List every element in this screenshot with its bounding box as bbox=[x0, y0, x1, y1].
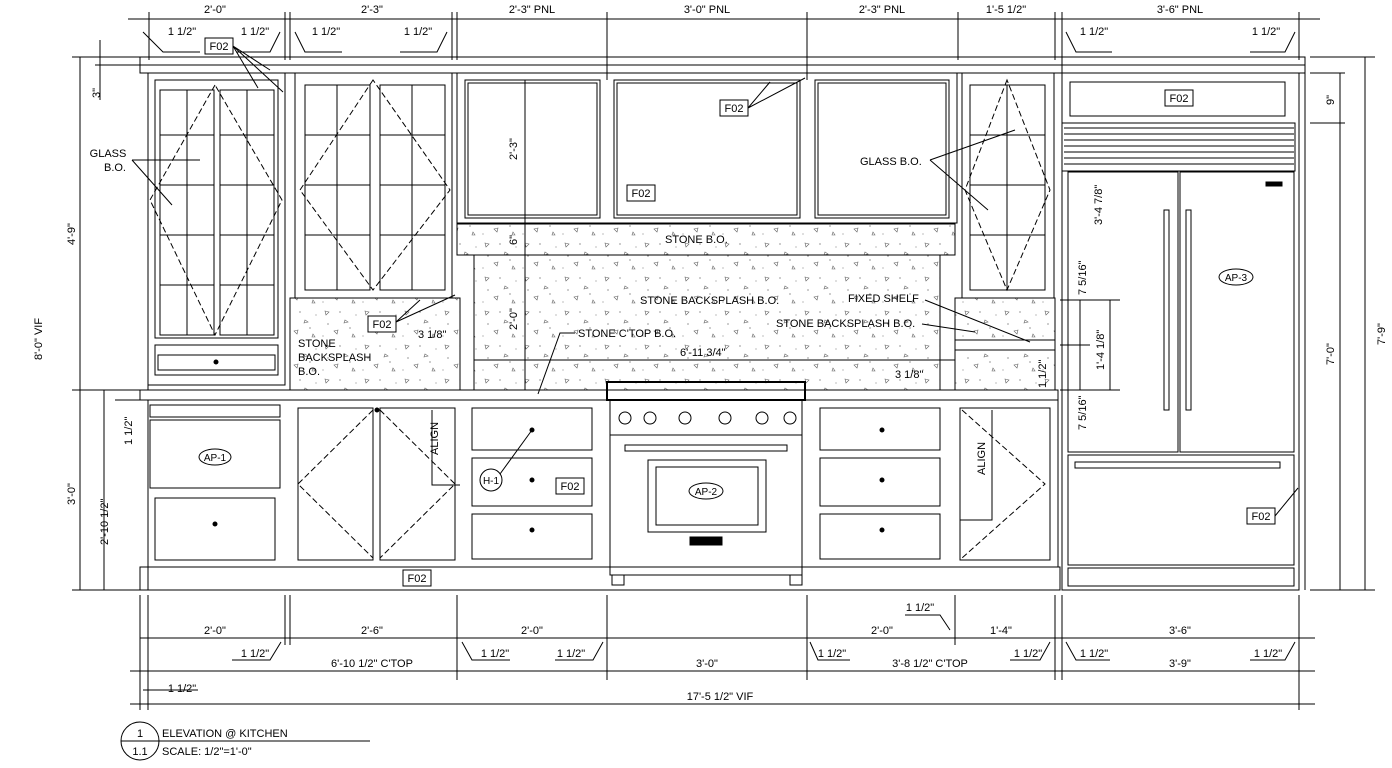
dim-small: 1 1/2" bbox=[818, 648, 846, 660]
tag-f02: F02 bbox=[210, 41, 229, 53]
dim-ctop-right: 3'-8 1/2" C'TOP bbox=[892, 658, 968, 670]
upper-glass-cabinet-left bbox=[147, 72, 286, 386]
note-ctop: STONE C'TOP B.O. bbox=[578, 328, 676, 340]
inner-dimensions: 2'-3" 6" 2'-0" 6'-11 3/4" 3 1/8" 3 1/8" … bbox=[418, 80, 1120, 430]
upper-panels bbox=[456, 72, 958, 224]
note-glass-left: B.O. bbox=[104, 162, 126, 174]
bottom-dimensions: 2'-0" 2'-6" 2'-0" 2'-0" 1'-4" 3'-6" 6'-1… bbox=[130, 595, 1315, 710]
dim-small: 1 1/2" bbox=[557, 648, 585, 660]
refrigerator bbox=[1061, 72, 1300, 591]
dim-small: 1 1/2" bbox=[241, 648, 269, 660]
upper-glass-cabinet-right bbox=[961, 72, 1055, 299]
title-name: ELEVATION @ KITCHEN bbox=[162, 728, 288, 740]
dim-band: 6" bbox=[508, 235, 520, 245]
note-fixed-shelf: FIXED SHELF bbox=[848, 293, 919, 305]
tag-f02: F02 bbox=[408, 573, 427, 585]
dim-overall-height: 8'-0" VIF bbox=[33, 318, 45, 360]
note-align: ALIGN bbox=[976, 442, 988, 475]
dim-span: 6'-11 3/4" bbox=[680, 347, 726, 359]
dim-top: 2'-3" bbox=[361, 4, 383, 16]
dim-top: 2'-0" bbox=[204, 4, 226, 16]
dim-small: 1 1/2" bbox=[1080, 648, 1108, 660]
dim-bottom: 2'-0" bbox=[204, 625, 226, 637]
dim-upper: 4'-9" bbox=[66, 223, 78, 245]
stone-surfaces bbox=[139, 223, 1059, 401]
tag-ap3: AP-3 bbox=[1225, 273, 1248, 284]
dim-small: 1 1/2" bbox=[1014, 648, 1042, 660]
notes: GLASS B.O. GLASS B.O. STONE B.O. STONE B… bbox=[90, 129, 1031, 521]
dim-right-gap: 3 1/8" bbox=[895, 369, 923, 381]
tag-f02: F02 bbox=[373, 319, 392, 331]
tag-f02: F02 bbox=[1252, 511, 1271, 523]
dim-small: 1 1/2" bbox=[404, 26, 432, 38]
tag-f02: F02 bbox=[632, 188, 651, 200]
title-sheet: 1.1 bbox=[132, 746, 147, 758]
dim-small: 1 1/2" bbox=[168, 683, 196, 695]
tag-f02: F02 bbox=[725, 103, 744, 115]
dim-small: 1 1/2" bbox=[1080, 26, 1108, 38]
dim-top: 2'-3" PNL bbox=[859, 4, 905, 16]
base-cabinets bbox=[139, 399, 1061, 591]
dim-bottom: 2'-0" bbox=[521, 625, 543, 637]
dim-shelf: 1 1/2" bbox=[1037, 360, 1049, 388]
range-appliance bbox=[606, 381, 806, 586]
dim-top: 2'-3" PNL bbox=[509, 4, 555, 16]
dim-fridge-width: 3'-9" bbox=[1169, 658, 1191, 670]
dim-ctop: 1 1/2" bbox=[123, 417, 135, 445]
dim-top: 3'-0" PNL bbox=[684, 4, 730, 16]
finish-tags: F02 F02 F02 F02 F02 F02 F02 F02 AP-1 AP-… bbox=[198, 37, 1299, 587]
dim-small: 1 1/2" bbox=[906, 602, 934, 614]
dim-fridge-height: 7'-0" bbox=[1325, 343, 1337, 365]
dim-left-gap: 3 1/8" bbox=[418, 329, 446, 341]
dim-range: 3'-0" bbox=[696, 658, 718, 670]
tag-f02: F02 bbox=[1170, 93, 1189, 105]
left-dimensions: 8'-0" VIF 4'-9" 3'-0" 2'-10 1/2" 3" 1 1/… bbox=[33, 40, 140, 591]
note-backsplash-right: STONE BACKSPLASH B.O. bbox=[776, 318, 915, 330]
dim-panel-height: 2'-3" bbox=[508, 138, 520, 160]
dim-shelf: 7 5/16" bbox=[1077, 395, 1089, 430]
dim-small: 1 1/2" bbox=[1252, 26, 1280, 38]
dim-crown: 3" bbox=[91, 88, 103, 98]
note-backsplash-left: STONE bbox=[298, 338, 336, 350]
dim-bottom: 3'-6" bbox=[1169, 625, 1191, 637]
note-backsplash-center: STONE BACKSPLASH B.O. bbox=[640, 295, 779, 307]
top-dimensions: 2'-0" 2'-3" 2'-3" PNL 3'-0" PNL 2'-3" PN… bbox=[128, 4, 1320, 80]
note-align: ALIGN bbox=[429, 422, 441, 455]
tag-h1: H-1 bbox=[483, 476, 500, 487]
dim-small: 1 1/2" bbox=[1254, 648, 1282, 660]
dim-overall-width: 17'-5 1/2" VIF bbox=[687, 691, 754, 703]
tag-f02: F02 bbox=[561, 481, 580, 493]
title-number: 1 bbox=[137, 728, 143, 740]
dim-top: 1'-5 1/2" bbox=[986, 4, 1026, 16]
dim-splash: 2'-0" bbox=[508, 308, 520, 330]
dim-top: 3'-6" PNL bbox=[1157, 4, 1203, 16]
dim-base: 2'-10 1/2" bbox=[99, 499, 111, 545]
dim-fridge-top: 9" bbox=[1325, 95, 1337, 105]
dim-bottom: 2'-6" bbox=[361, 625, 383, 637]
dim-small: 1 1/2" bbox=[481, 648, 509, 660]
note-backsplash-left: B.O. bbox=[298, 366, 320, 378]
dim-small: 1 1/2" bbox=[241, 26, 269, 38]
note-glass-left: GLASS bbox=[90, 148, 127, 160]
dim-shelf: 7 5/16" bbox=[1077, 260, 1089, 295]
dim-bottom: 2'-0" bbox=[871, 625, 893, 637]
note-backsplash-left: BACKSPLASH bbox=[298, 352, 371, 364]
note-stone-band: STONE B.O. bbox=[665, 234, 728, 246]
dim-small: 1 1/2" bbox=[168, 26, 196, 38]
dim-lower: 3'-0" bbox=[66, 483, 78, 505]
right-dimensions: 9" 7'-0" 7'-9" bbox=[1310, 56, 1388, 591]
dim-ctop-left: 6'-10 1/2" C'TOP bbox=[331, 658, 413, 670]
tag-ap2: AP-2 bbox=[695, 487, 718, 498]
upper-glass-cabinet-2 bbox=[294, 72, 453, 299]
dim-shelf: 1'-4 1/8" bbox=[1095, 330, 1107, 370]
title-scale: SCALE: 1/2"=1'-0" bbox=[162, 746, 252, 758]
dim-small: 1 1/2" bbox=[312, 26, 340, 38]
note-glass-right: GLASS B.O. bbox=[860, 156, 922, 168]
dim-bottom: 1'-4" bbox=[990, 625, 1012, 637]
dim-fridge: 3'-4 7/8" bbox=[1093, 185, 1105, 225]
tag-ap1: AP-1 bbox=[204, 453, 227, 464]
dim-right-overall: 7'-9" bbox=[1376, 323, 1388, 345]
drawing-title: 1 1.1 ELEVATION @ KITCHEN SCALE: 1/2"=1'… bbox=[120, 721, 370, 761]
